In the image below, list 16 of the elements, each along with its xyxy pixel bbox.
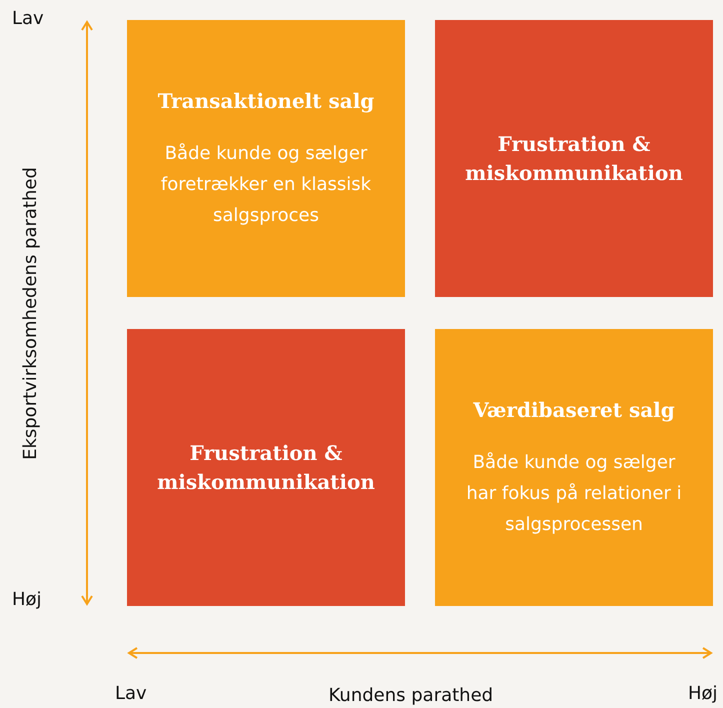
quadrant-box xyxy=(435,329,713,606)
quadrant-heading: Frustration & miskommunikation xyxy=(156,440,376,496)
quadrant-box xyxy=(127,329,405,606)
axis-end-label: Lav xyxy=(12,8,44,29)
quadrant-box xyxy=(435,20,713,297)
quadrant-description: Både kunde og sælger har fokus på relationer i salgsprocessen xyxy=(465,450,683,536)
axis-end-label: Lav xyxy=(115,683,147,704)
quadrant-heading: Transaktionelt salg xyxy=(158,88,374,114)
axis-end-label: Høj xyxy=(12,589,42,610)
quadrant-heading: Værdibaseret salg xyxy=(473,396,675,424)
quadrant-heading: Frustration & miskommunikation xyxy=(464,130,684,186)
axis-title: Eksportvirksomhedens parathed xyxy=(19,166,40,460)
quadrant-box xyxy=(127,20,405,297)
quadrant-description: Både kunde og sælger foretrækker en klassisk salgsproces xyxy=(160,142,372,228)
axis-end-label: Høj xyxy=(688,683,718,704)
axis-title: Kundens parathed xyxy=(328,684,494,706)
